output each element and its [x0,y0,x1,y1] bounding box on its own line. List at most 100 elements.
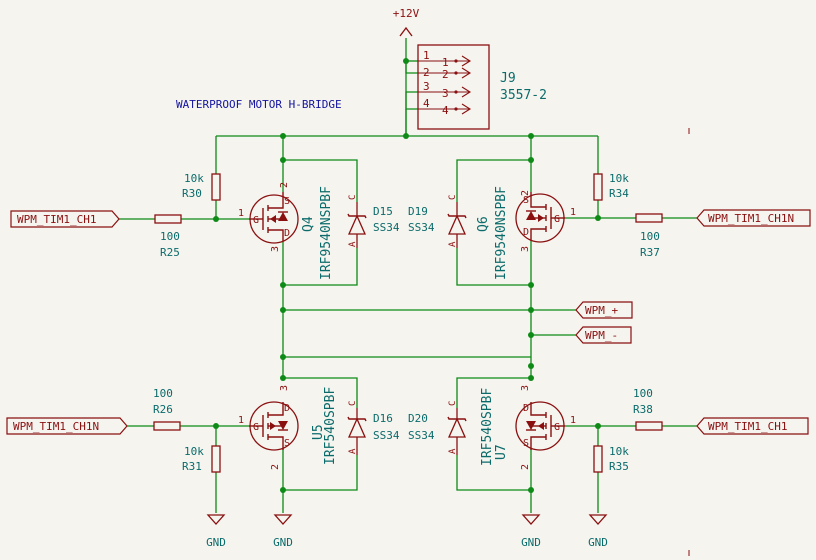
u5-label-d: D [284,403,290,414]
net-label-tim-ch1-left[interactable]: WPM_TIM1_CH1 [10,210,120,228]
diode-d20[interactable]: C A D20 SS34 [408,401,467,455]
r26-value: 100 [153,387,173,400]
q4-label-g: G [253,215,259,226]
resistor-r35[interactable]: 10k R35 [593,445,629,473]
d15-value: SS34 [373,221,400,234]
junction-dot [280,307,286,313]
d20-pin-c: C [448,401,458,406]
vcc-label: +12V [393,7,420,20]
net-label-text: WPM_TIM1_CH1 [17,213,96,226]
mosfet-u7[interactable]: 1 G D S 3 2 U7 IRF540SPBF [480,385,576,470]
d19-pin-c: C [448,195,458,200]
net-label-wpm-plus[interactable]: WPM_+ [575,301,633,319]
net-label-text: WPM_TIM1_CH1 [708,420,787,433]
r30-ref: R30 [182,187,202,200]
ground-symbol-3[interactable]: GND [521,514,541,549]
resistor-r34[interactable]: 10k R34 [593,172,629,201]
ground-symbol-1[interactable]: GND [206,514,226,549]
d15-pin-a: A [348,241,358,247]
junction-dot [280,157,286,163]
u5-label-g: G [253,422,259,433]
r25-ref: R25 [160,246,180,259]
diode-d15[interactable]: C A D15 SS34 [347,195,400,248]
r34-ref: R34 [609,187,629,200]
diode-d16[interactable]: C A D16 SS34 [347,401,400,455]
r31-ref: R31 [182,460,202,473]
junction-dot [528,363,534,369]
q6-pin-drain: 3 [520,246,531,252]
connector-value: 3557-2 [500,88,547,103]
d19-pin-a: A [448,241,458,247]
connector-j9[interactable]: 1 2 3 4 1 2 3 4 J9 3557-2 [417,44,547,130]
junction-dot [280,487,286,493]
junction-dot [213,216,219,222]
q4-pin-source: 2 [279,182,290,188]
connector-ref: J9 [500,71,516,86]
connector-label-3: 3 [442,87,449,100]
net-label-tim-ch1-right[interactable]: WPM_TIM1_CH1 [696,417,809,435]
net-label-text: WPM_TIM1_CH1N [13,420,99,433]
r38-ref: R38 [633,403,653,416]
junction-dot [595,215,601,221]
q4-label-s: S [284,196,290,207]
resistor-r26[interactable]: 100 R26 [153,387,181,431]
net-label-text: WPM_TIM1_CH1N [708,212,794,225]
r35-ref: R35 [609,460,629,473]
d16-value: SS34 [373,429,400,442]
mosfet-q6[interactable]: 1 G S D 2 3 Q6 IRF9540NSPBF [476,186,576,280]
diode-d19[interactable]: C A D19 SS34 [408,195,467,248]
u7-pin-source: 2 [520,464,531,470]
r37-ref: R37 [640,246,660,259]
mosfet-q4[interactable]: 1 G S D 2 3 Q4 IRF9540NSPBF [238,182,334,280]
junction-dot [213,423,219,429]
q6-value: IRF9540NSPBF [494,186,509,280]
gnd-label: GND [588,536,608,549]
connector-pin-1: 1 [423,49,430,62]
d19-value: SS34 [408,221,435,234]
d20-value: SS34 [408,429,435,442]
d16-pin-c: C [348,401,358,406]
q4-pin-gate: 1 [238,208,244,219]
gnd-label: GND [273,536,293,549]
junction-dot [280,375,286,381]
gnd-label: GND [521,536,541,549]
junction-dot [403,58,409,64]
junction-dot [595,423,601,429]
u7-ref: U7 [494,444,509,460]
connector-pin-3: 3 [423,80,430,93]
mosfet-u5[interactable]: 1 G D S 3 2 U5 IRF540SPBF [238,385,338,470]
u5-label-s: S [284,438,290,449]
u7-pin-drain: 3 [520,385,531,391]
net-label-tim-ch1n-left[interactable]: WPM_TIM1_CH1N [6,417,128,435]
net-label-text: WPM_- [585,329,618,342]
resistor-r38[interactable]: 100 R38 [633,387,663,431]
u5-ref: U5 [311,424,326,440]
junction-dot [528,487,534,493]
junction-dot [280,282,286,288]
net-label-wpm-minus[interactable]: WPM_- [575,326,632,344]
r25-value: 100 [160,230,180,243]
u5-pin-gate: 1 [238,415,244,426]
q4-value: IRF9540NSPBF [319,186,334,280]
u7-label-g: G [554,422,560,433]
ground-symbol-4[interactable]: GND [588,514,608,549]
connector-label-4: 4 [442,104,449,117]
resistor-r25[interactable]: 100 R25 [154,214,182,259]
ground-symbol-2[interactable]: GND [273,514,293,549]
resistor-r31[interactable]: 10k R31 [182,445,221,473]
q6-label-d: D [523,227,529,238]
junction-dot [403,133,409,139]
q6-pin-source: 2 [520,190,531,196]
resistor-r37[interactable]: 100 R37 [635,213,663,259]
u5-pin-source: 2 [270,464,281,470]
resistor-r30[interactable]: 10k R30 [182,172,221,201]
d15-ref: D15 [373,205,393,218]
u5-pin-drain: 3 [279,385,290,391]
r31-value: 10k [184,445,204,458]
net-label-tim-ch1n-right[interactable]: WPM_TIM1_CH1N [696,209,811,227]
q6-label-s: S [523,195,529,206]
d16-ref: D16 [373,412,393,425]
vcc-symbol[interactable]: +12V [393,7,420,37]
d20-ref: D20 [408,412,428,425]
